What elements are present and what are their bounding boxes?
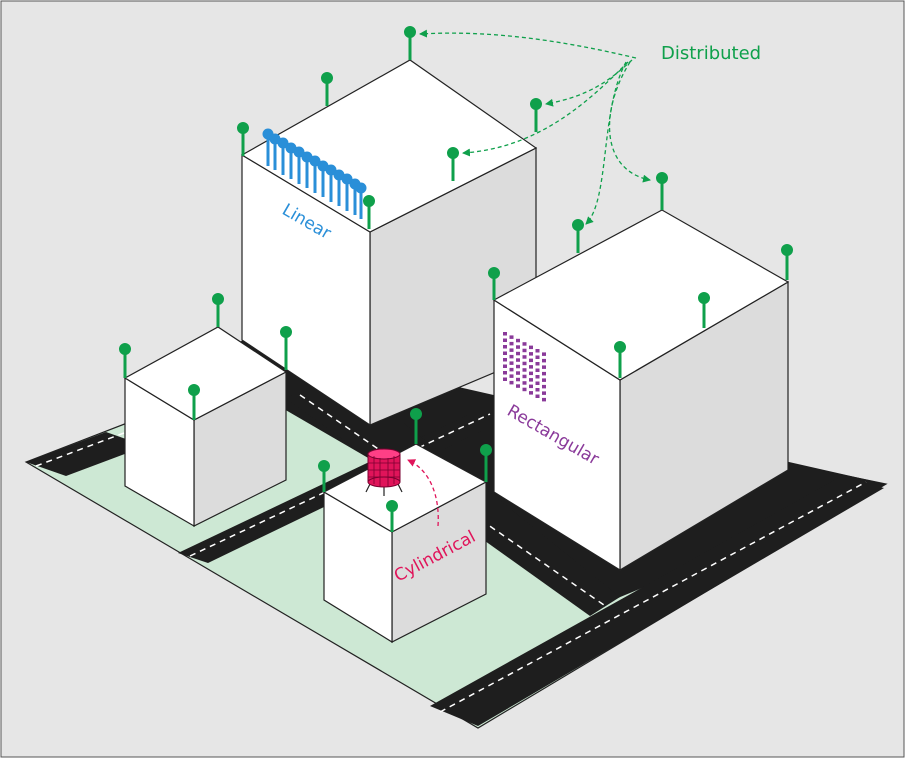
rect-array-element	[522, 342, 527, 346]
rect-array-element	[516, 377, 520, 382]
rect-array-element	[522, 387, 527, 392]
rect-array-element	[522, 361, 527, 366]
right-building	[492, 209, 790, 572]
rect-array-element	[503, 338, 507, 342]
rect-array-element	[503, 371, 507, 375]
rect-array-element	[542, 371, 546, 376]
rect-array-element	[535, 362, 540, 366]
antenna-icon	[188, 384, 200, 420]
rect-array-element	[503, 332, 507, 336]
rect-array-element	[535, 375, 540, 379]
rect-array-element	[509, 335, 514, 339]
rect-array-element	[516, 345, 520, 349]
rect-array-element	[516, 338, 520, 343]
rect-array-element	[516, 371, 520, 375]
rect-array-element	[535, 368, 540, 372]
rect-array-element	[522, 374, 527, 379]
antenna-icon	[572, 219, 584, 253]
rect-array-element	[522, 348, 527, 353]
rect-array-element	[509, 380, 514, 385]
rect-array-element	[529, 378, 533, 382]
rect-array-element	[503, 345, 507, 349]
antenna-icon	[280, 326, 292, 370]
antenna-icon	[781, 244, 793, 280]
rect-array-element	[529, 391, 533, 395]
antenna-icon	[212, 293, 224, 327]
rect-array-element	[503, 351, 507, 355]
antenna-icon	[318, 460, 330, 492]
rect-array-element	[509, 367, 514, 372]
rect-array-element	[503, 364, 507, 368]
antenna-icon	[386, 500, 398, 532]
distributed-label: Distributed	[661, 43, 761, 64]
rect-array-element	[529, 371, 533, 376]
left-building	[123, 326, 288, 528]
rect-array-element	[516, 384, 520, 388]
antenna-icon	[321, 72, 333, 106]
rect-array-element	[535, 394, 540, 398]
rect-array-element	[509, 354, 514, 359]
rect-array-element	[542, 358, 546, 363]
rect-array-element	[509, 341, 514, 346]
rect-array-element	[522, 381, 527, 385]
rect-array-element	[542, 365, 546, 369]
rect-array-element	[535, 349, 540, 353]
antenna-icon	[480, 444, 492, 482]
rect-array-element	[522, 368, 527, 372]
rect-array-element	[503, 358, 507, 362]
rect-array-element	[509, 374, 514, 378]
rect-array-element	[516, 351, 520, 356]
antenna-icon	[656, 172, 668, 210]
rect-array-element	[542, 352, 546, 356]
rect-array-element	[542, 378, 546, 382]
rect-array-element	[535, 388, 540, 392]
rect-array-element	[503, 377, 507, 381]
antenna-icon	[404, 26, 416, 60]
rect-array-element	[522, 355, 527, 359]
rect-array-element	[529, 352, 533, 356]
antenna-icon	[447, 147, 459, 181]
rect-array-element	[542, 384, 546, 389]
rect-array-element	[529, 365, 533, 369]
antenna-icon	[363, 195, 375, 229]
rect-array-element	[535, 381, 540, 385]
cylindrical-arrow	[407, 459, 439, 527]
rect-array-element	[529, 345, 533, 350]
antenna-icon	[237, 122, 249, 156]
rectangular-array-icon	[503, 332, 546, 402]
antenna-icon	[698, 292, 710, 328]
center-building	[322, 443, 488, 644]
linear-array-icon	[262, 128, 367, 219]
antenna-icon	[119, 343, 131, 378]
antenna-icon	[614, 341, 626, 378]
rect-array-element	[509, 361, 514, 365]
antenna-icon	[488, 267, 500, 300]
antenna-icon	[410, 408, 422, 444]
distributed-antennas	[119, 26, 793, 532]
cylindrical-array-icon	[365, 448, 403, 496]
rect-array-element	[542, 391, 546, 395]
rect-array-element	[529, 384, 533, 389]
rect-array-element	[542, 397, 546, 402]
rect-array-element	[509, 348, 514, 352]
antenna-icon	[530, 98, 542, 132]
distributed-arrows	[419, 29, 651, 225]
rect-array-element	[516, 358, 520, 362]
rect-array-element	[529, 358, 533, 363]
rect-array-element	[535, 355, 540, 359]
rect-array-element	[516, 364, 520, 369]
